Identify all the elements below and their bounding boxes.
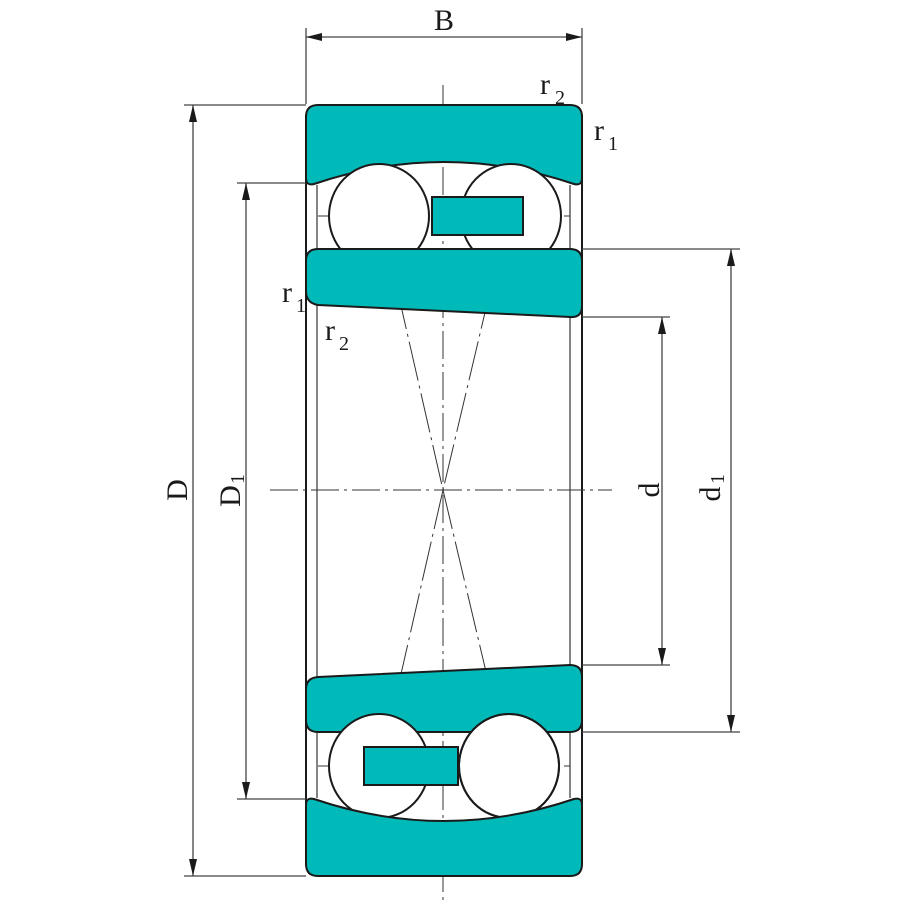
svg-text:2: 2	[339, 333, 349, 355]
inner-ring-top	[305, 248, 583, 319]
svg-text:r: r	[282, 276, 292, 309]
label-d: d	[633, 483, 666, 498]
svg-text:1: 1	[296, 295, 306, 317]
label-d1: d 1	[694, 474, 729, 502]
svg-text:1: 1	[707, 474, 729, 484]
svg-text:r: r	[325, 314, 335, 347]
svg-text:r: r	[540, 68, 550, 101]
label-B: B	[434, 4, 454, 37]
label-r1-top: r 1	[594, 114, 618, 155]
label-r2-inner: r 2	[325, 314, 349, 355]
dimension-D	[184, 104, 306, 877]
label-r1-inner: r 1	[282, 276, 306, 317]
outer-ring-top	[305, 104, 583, 186]
label-r2-top: r 2	[540, 68, 565, 109]
label-D: D	[161, 479, 194, 501]
cage-top	[431, 196, 524, 236]
svg-text:1: 1	[227, 474, 249, 484]
dimension-d1	[582, 248, 740, 733]
svg-text:1: 1	[608, 133, 618, 155]
svg-text:D: D	[214, 485, 247, 507]
svg-text:D: D	[161, 479, 194, 501]
dimension-d	[582, 316, 670, 666]
dimension-D1	[237, 182, 306, 800]
svg-text:2: 2	[555, 87, 565, 109]
svg-text:d: d	[633, 483, 666, 498]
svg-text:r: r	[594, 114, 604, 147]
svg-text:d: d	[694, 487, 727, 502]
label-D1: D 1	[214, 474, 249, 507]
dimension-B	[305, 28, 583, 104]
inner-ring-bottom	[305, 663, 583, 733]
cage-bottom	[363, 746, 459, 786]
outer-ring-bottom	[305, 797, 583, 877]
